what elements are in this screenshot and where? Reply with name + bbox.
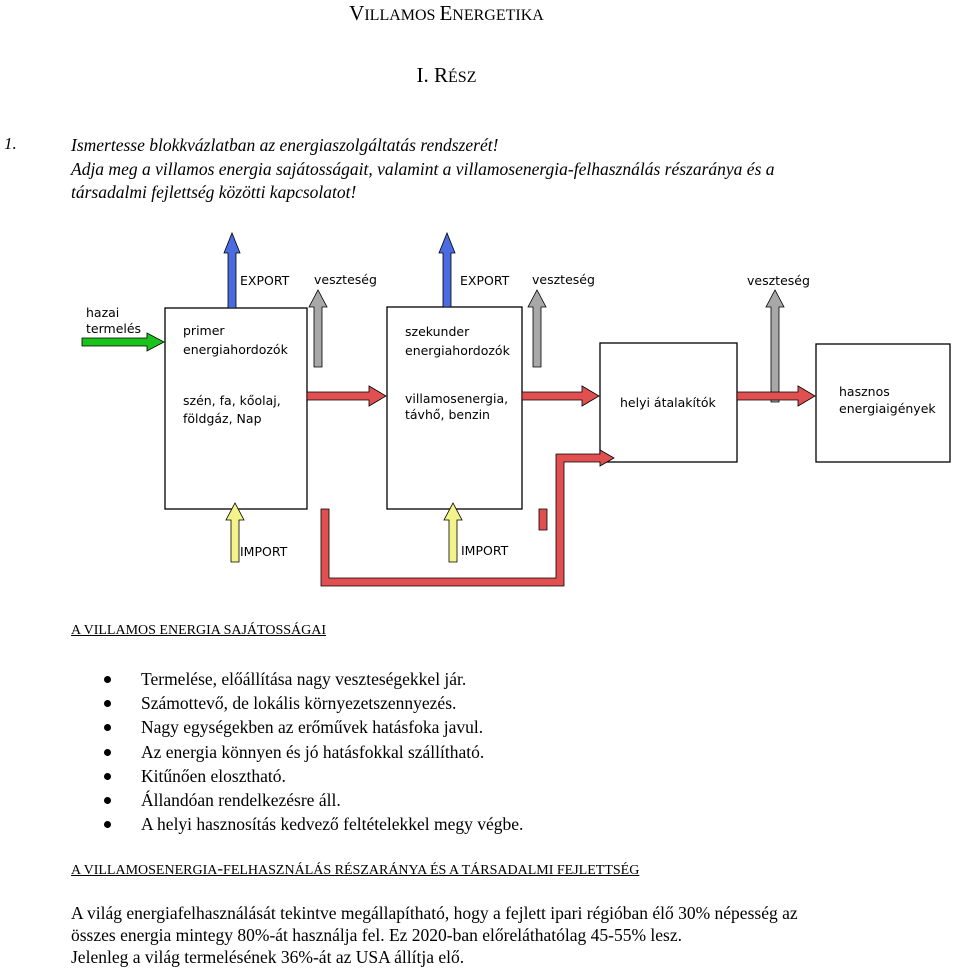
list-item: Kitűnően elosztható.: [104, 764, 523, 788]
question-line: Ismertesse blokkvázlatban az energiaszol…: [71, 135, 499, 155]
import-arrow-1: [225, 502, 245, 563]
flow-arrow-1: [306, 385, 387, 407]
import-arrow-2: [443, 502, 463, 563]
secondary-energy-box: [386, 306, 523, 510]
primary-box-text: primer: [183, 323, 225, 338]
primary-box-text: földgáz, Nap: [183, 411, 262, 426]
list-item: Az energia könnyen és jó hatásfokkal szá…: [104, 740, 523, 764]
bullet-icon: [104, 821, 111, 829]
list-item: Állandóan rendelkezésre áll.: [104, 788, 523, 812]
domestic-production-arrow: [81, 332, 165, 352]
properties-list: Termelése, előállítása nagy veszteségekk…: [104, 667, 523, 836]
bullet-icon: [104, 700, 111, 708]
useful-demands-text: hasznos: [839, 384, 890, 399]
bullet-icon: [104, 797, 111, 805]
section-heading-properties: A VILLAMOS ENERGIA SAJÁTOSSÁGAI: [71, 623, 327, 638]
export-arrow-2: [438, 231, 456, 308]
bullet-icon: [104, 676, 111, 683]
loss-arrow-3: [765, 289, 785, 403]
energy-supply-block-diagram: EXPORT EXPORT veszteség veszteség veszte…: [81, 231, 951, 587]
local-converters-text: helyi átalakítók: [620, 395, 717, 410]
loss-arrow-2: [527, 289, 547, 368]
paragraph-line: összes energia mintegy 80%-át használja …: [71, 925, 682, 945]
primary-box-text: energiahordozók: [183, 342, 289, 357]
list-item: Termelése, előállítása nagy veszteségekk…: [104, 667, 523, 691]
secondary-box-text: távhő, benzin: [405, 407, 490, 422]
primary-box-text: szén, fa, kőolaj,: [183, 393, 281, 408]
loss-label-2: veszteség: [532, 272, 595, 287]
list-item: Nagy egységekben az erőművek hatásfoka j…: [104, 715, 523, 739]
useful-demands-text: energiaigények: [839, 401, 936, 416]
primary-energy-box: [164, 307, 308, 510]
bullet-icon: [104, 748, 111, 756]
document-title: VILLAMOS ENERGETIKA: [349, 1, 544, 25]
flow-arrow-3: [736, 385, 816, 407]
secondary-box-text: szekunder: [405, 324, 470, 339]
loss-label-3: veszteség: [747, 273, 810, 288]
consumption-paragraph: A világ energiafelhasználását tekintve m…: [71, 902, 951, 968]
flow-arrow-2: [521, 385, 600, 407]
secondary-box-text: villamosenergia,: [405, 391, 508, 406]
question-number: 1.: [4, 134, 17, 153]
loss-label-1: veszteség: [314, 272, 377, 287]
export-label-1: EXPORT: [240, 273, 290, 288]
question-line: Adja meg a villamos energia sajátosságai…: [71, 158, 775, 179]
list-item: A helyi hasznosítás kedvező feltételekke…: [104, 812, 523, 836]
distribution-loop-arrow: [320, 449, 615, 587]
import-label-1: IMPORT: [240, 544, 288, 559]
question-line: társadalmi fejlettség közötti kapcsolato…: [71, 182, 357, 202]
paragraph-line: A világ energiafelhasználását tekintve m…: [71, 903, 798, 923]
local-converters-box: [599, 342, 738, 463]
export-arrow-1: [223, 231, 241, 309]
domestic-production-label: termelés: [86, 321, 141, 336]
section-heading-consumption: A VILLAMOSENERGIA-FELHASZNÁLÁS RÉSZARÁNY…: [71, 859, 640, 878]
secondary-box-text: energiahordozók: [405, 343, 511, 358]
question-text: Ismertesse blokkvázlatban az energiaszol…: [71, 134, 941, 205]
part-title: I. RÉSZ: [416, 63, 477, 87]
import-label-2: IMPORT: [461, 543, 509, 558]
loss-arrow-1: [308, 289, 328, 368]
paragraph-line: Jelenleg a világ termelésének 36%-át az …: [71, 947, 465, 967]
bullet-icon: [104, 772, 111, 780]
export-label-2: EXPORT: [460, 273, 510, 288]
bullet-icon: [104, 724, 111, 732]
useful-demands-box: [815, 343, 951, 463]
secondary-to-local-arrow: [538, 508, 548, 531]
domestic-production-label: hazai: [86, 305, 119, 320]
list-item: Számottevő, de lokális környezetszennyez…: [104, 691, 523, 715]
